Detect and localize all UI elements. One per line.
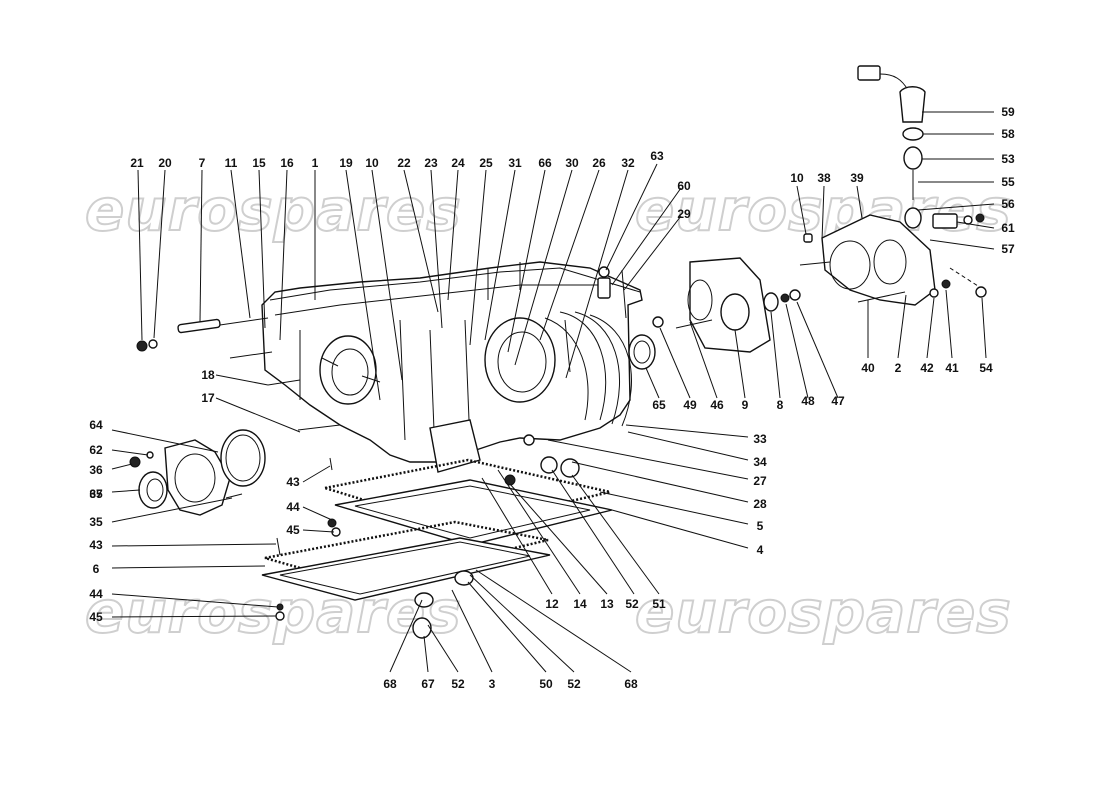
callout-27: 27: [753, 474, 767, 488]
callout-36: 36: [89, 463, 103, 477]
callout-labels: 21 20 7 11 15 16 1 19 10 22 23 24 25 31 …: [89, 105, 1015, 691]
callout-43-left: 43: [89, 538, 103, 552]
callout-68-right: 68: [624, 677, 638, 691]
callout-37: 37: [89, 487, 103, 501]
callout-8: 8: [777, 398, 784, 412]
callout-38: 38: [817, 171, 831, 185]
callout-68: 68: [383, 677, 397, 691]
callout-62: 62: [89, 443, 103, 457]
callout-43: 43: [286, 475, 300, 489]
callout-63: 63: [650, 149, 664, 163]
callout-57: 57: [1001, 242, 1015, 256]
callout-17: 17: [201, 391, 215, 405]
watermark: eurospares: [635, 578, 1012, 646]
callout-20: 20: [158, 156, 172, 170]
gearbox-casing: [136, 261, 643, 537]
callout-16: 16: [280, 156, 294, 170]
callout-58: 58: [1001, 127, 1015, 141]
callout-9: 9: [742, 398, 749, 412]
oil-pan-group: [261, 434, 613, 639]
callout-67: 67: [421, 677, 435, 691]
callout-24: 24: [451, 156, 465, 170]
side-cover-group: [129, 429, 266, 516]
callout-44-left: 44: [89, 587, 103, 601]
callout-45-left: 45: [89, 610, 103, 624]
callout-39: 39: [850, 171, 864, 185]
callout-55: 55: [1001, 175, 1015, 189]
callout-65-left-visible: 65: [89, 487, 103, 501]
callout-47: 47: [831, 394, 845, 408]
callout-64: 64: [89, 418, 103, 432]
callout-45: 45: [286, 523, 300, 537]
callout-23: 23: [424, 156, 438, 170]
callout-15: 15: [252, 156, 266, 170]
callout-10: 10: [365, 156, 379, 170]
callout-5: 5: [757, 519, 764, 533]
callout-32: 32: [621, 156, 635, 170]
watermark: eurospares: [85, 176, 462, 244]
callout-40: 40: [861, 361, 875, 375]
callout-41: 41: [945, 361, 959, 375]
callout-42: 42: [920, 361, 934, 375]
callout-14: 14: [573, 597, 587, 611]
callout-52: 52: [625, 597, 639, 611]
callout-6: 6: [93, 562, 100, 576]
callout-35: 35: [89, 515, 103, 529]
callout-28: 28: [753, 497, 767, 511]
callout-26: 26: [592, 156, 606, 170]
seal-and-bearing-group: [628, 257, 801, 370]
selector-housing-group: [799, 214, 987, 306]
callout-22: 22: [397, 156, 411, 170]
callout-61: 61: [1001, 221, 1015, 235]
callout-4: 4: [757, 543, 764, 557]
callout-53: 53: [1001, 152, 1015, 166]
callout-19: 19: [339, 156, 353, 170]
callout-29: 29: [677, 207, 691, 221]
callout-44: 44: [286, 500, 300, 514]
callout-66: 66: [538, 156, 552, 170]
callout-30: 30: [565, 156, 579, 170]
callout-33: 33: [753, 432, 767, 446]
callout-2: 2: [895, 361, 902, 375]
callout-56: 56: [1001, 197, 1015, 211]
callout-31: 31: [508, 156, 522, 170]
callout-60: 60: [677, 179, 691, 193]
callout-50: 50: [539, 677, 553, 691]
callout-52-bottom: 52: [451, 677, 465, 691]
callout-65-right: 65: [652, 398, 666, 412]
callout-54: 54: [979, 361, 993, 375]
callout-7: 7: [199, 156, 206, 170]
callout-49: 49: [683, 398, 697, 412]
callout-3: 3: [489, 677, 496, 691]
callout-12: 12: [545, 597, 559, 611]
callout-34: 34: [753, 455, 767, 469]
callout-13: 13: [600, 597, 614, 611]
callout-1: 1: [312, 156, 319, 170]
leader-lines: [111, 111, 995, 673]
callout-46: 46: [710, 398, 724, 412]
callout-18: 18: [201, 368, 215, 382]
callout-52-bottom-2: 52: [567, 677, 581, 691]
callout-10-right: 10: [790, 171, 804, 185]
callout-48: 48: [801, 394, 815, 408]
callout-25: 25: [479, 156, 493, 170]
callout-51: 51: [652, 597, 666, 611]
callout-11: 11: [225, 156, 238, 170]
callout-21: 21: [130, 156, 144, 170]
speedo-sender-group: [857, 65, 985, 229]
callout-59: 59: [1001, 105, 1015, 119]
